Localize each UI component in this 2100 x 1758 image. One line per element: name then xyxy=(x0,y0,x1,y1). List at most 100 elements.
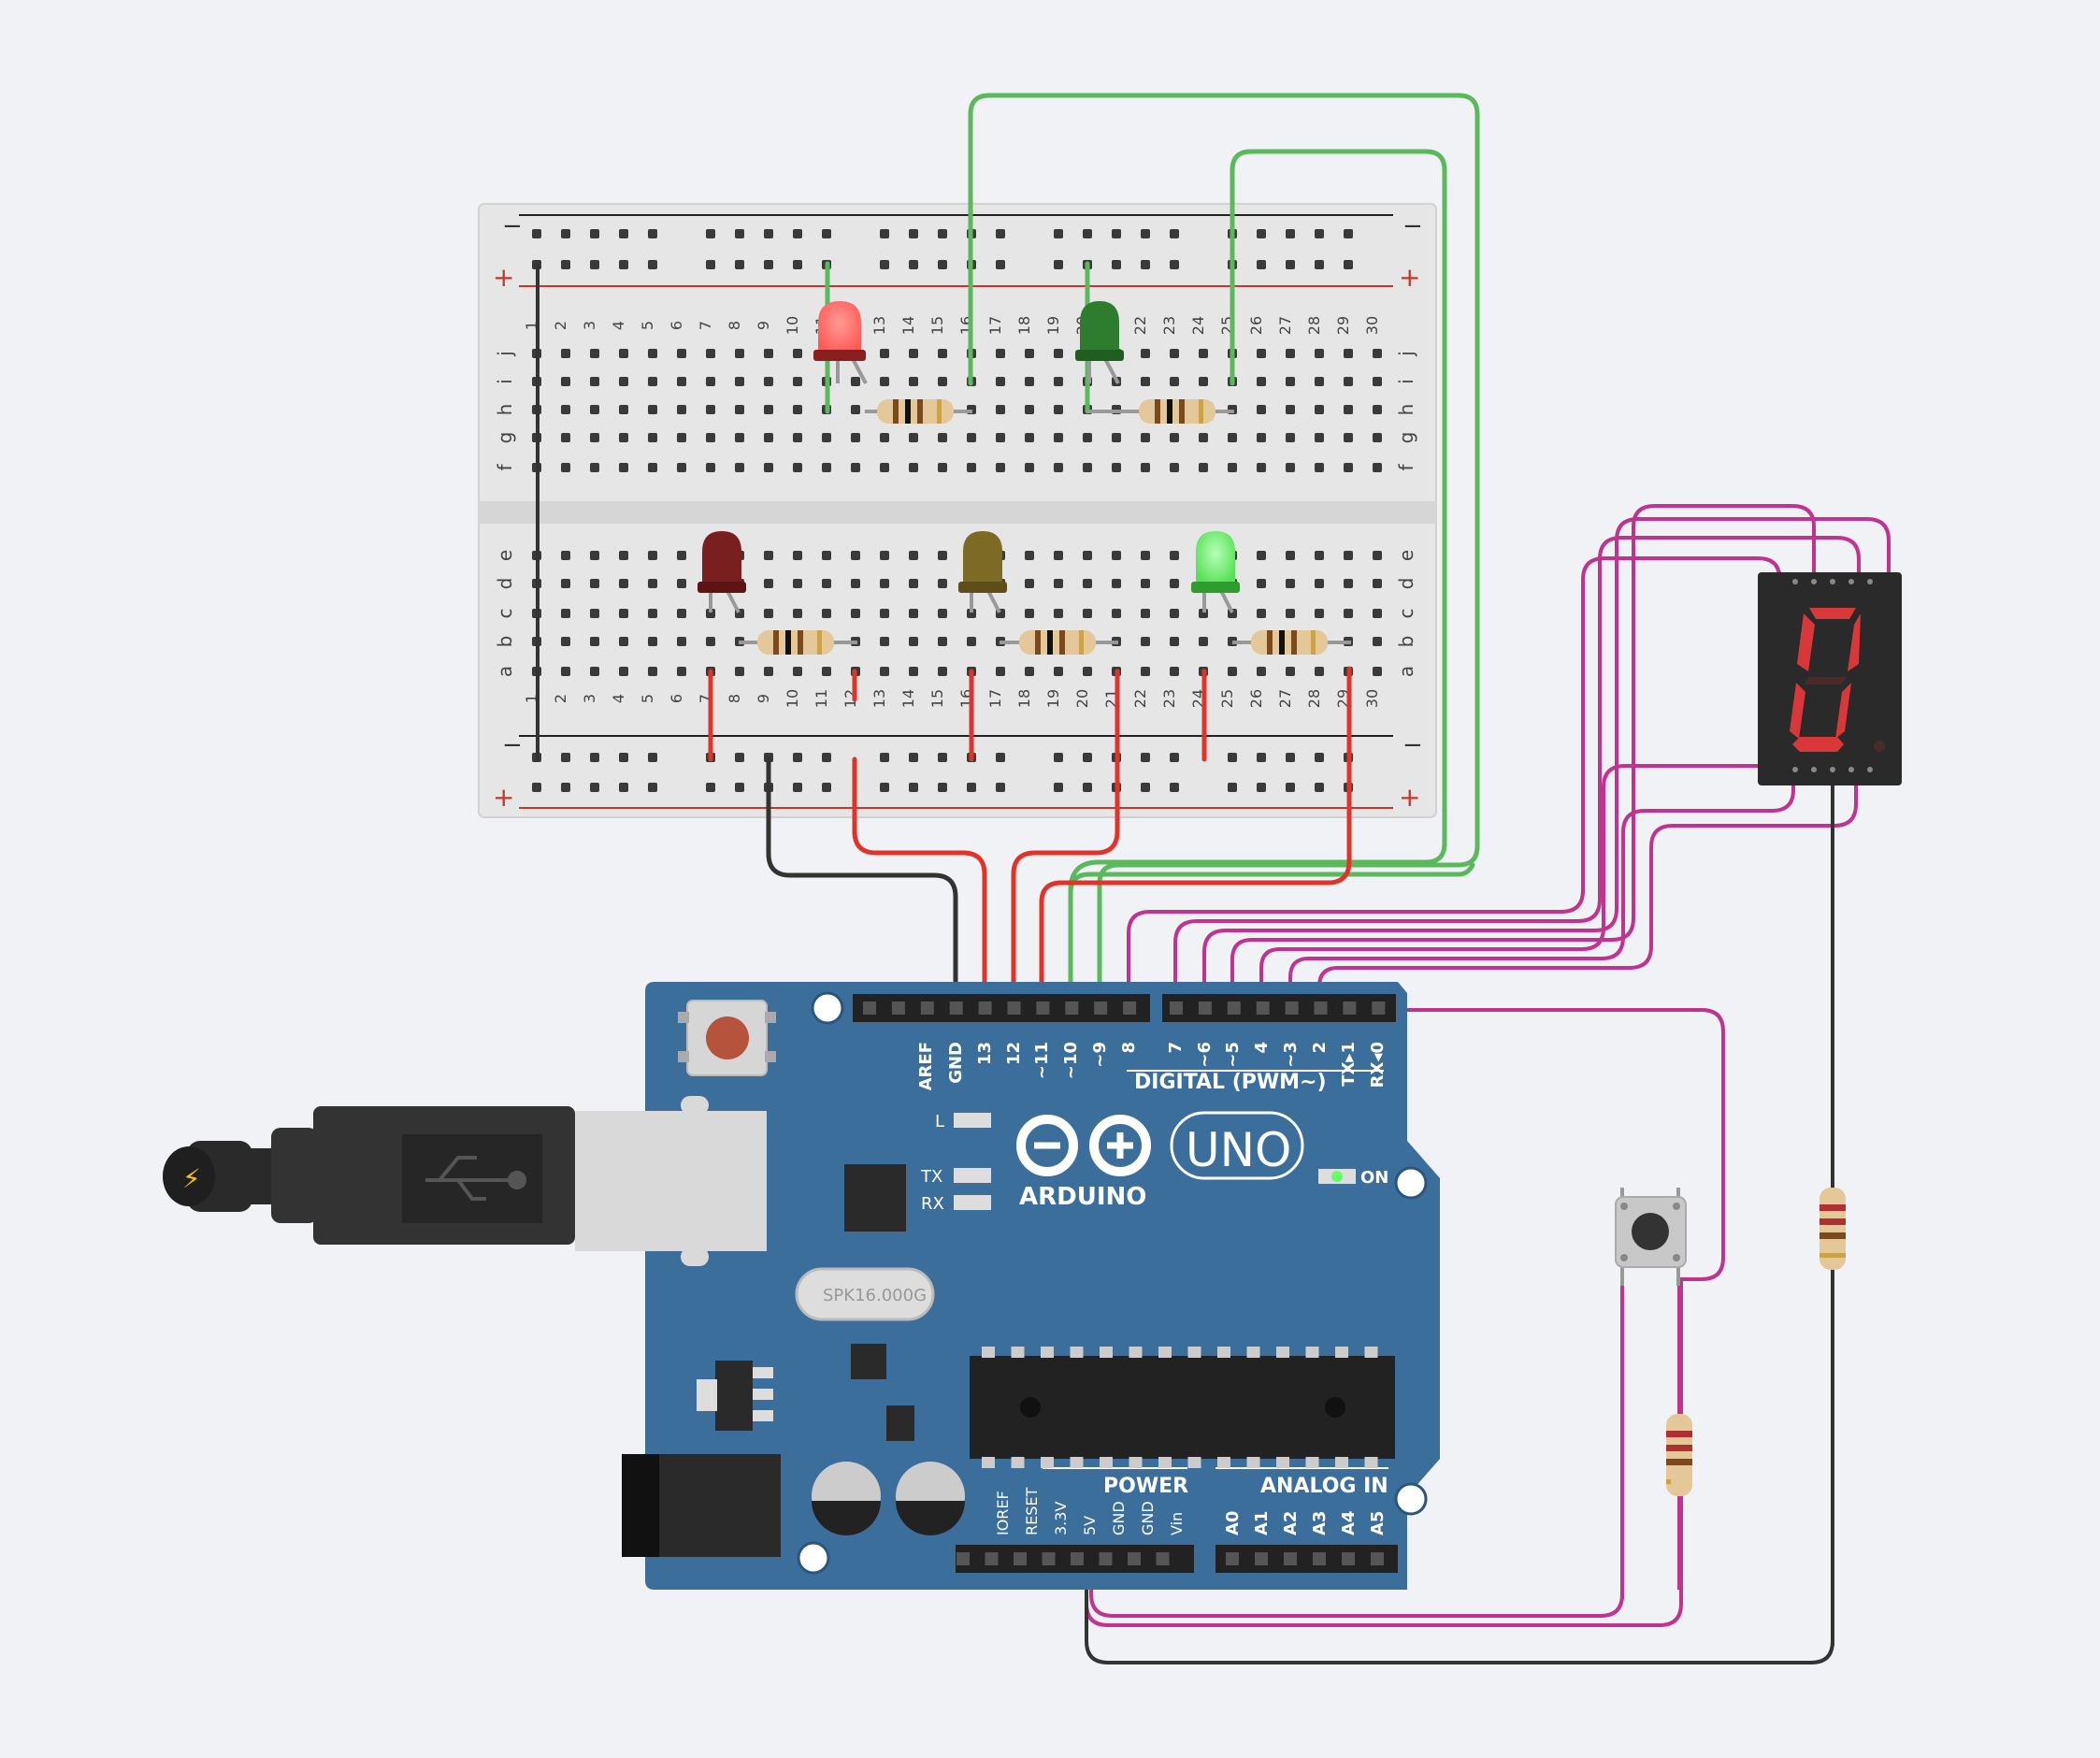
breadboard-hole[interactable] xyxy=(1199,433,1208,442)
breadboard-hole[interactable] xyxy=(1257,377,1266,386)
breadboard-hole[interactable] xyxy=(1170,753,1179,762)
breadboard-hole[interactable] xyxy=(1373,463,1382,472)
breadboard-hole[interactable] xyxy=(677,551,686,560)
breadboard-hole[interactable] xyxy=(1170,667,1179,676)
breadboard-hole[interactable] xyxy=(793,551,802,560)
breadboard-hole[interactable] xyxy=(851,579,860,588)
breadboard-hole[interactable] xyxy=(1286,463,1295,472)
breadboard-hole[interactable] xyxy=(851,433,860,442)
header-pin[interactable] xyxy=(920,1001,934,1015)
breadboard-hole[interactable] xyxy=(1373,349,1382,358)
breadboard-hole[interactable] xyxy=(648,783,657,792)
breadboard-hole[interactable] xyxy=(851,463,860,472)
wire-magenta[interactable] xyxy=(1288,784,1795,1012)
breadboard-hole[interactable] xyxy=(590,579,599,588)
wire-magenta[interactable] xyxy=(1173,536,1861,1012)
breadboard-hole[interactable] xyxy=(561,260,570,269)
breadboard-hole[interactable] xyxy=(851,609,860,618)
breadboard-hole[interactable] xyxy=(648,229,657,238)
breadboard-hole[interactable] xyxy=(1054,260,1063,269)
breadboard-hole[interactable] xyxy=(938,349,947,358)
breadboard-hole[interactable] xyxy=(851,377,860,386)
wire-magenta[interactable] xyxy=(1259,764,1760,1012)
breadboard-hole[interactable] xyxy=(1286,377,1295,386)
breadboard-hole[interactable] xyxy=(1286,667,1295,676)
header-pin[interactable] xyxy=(1071,1552,1084,1565)
breadboard-hole[interactable] xyxy=(938,377,947,386)
header-pin[interactable] xyxy=(1372,1001,1386,1015)
breadboard-hole[interactable] xyxy=(1083,551,1092,560)
wire-green-inner[interactable] xyxy=(1068,149,1447,1013)
push-button[interactable] xyxy=(1615,1188,1687,1286)
breadboard-hole[interactable] xyxy=(909,463,918,472)
breadboard-hole[interactable] xyxy=(1141,579,1150,588)
breadboard-hole[interactable] xyxy=(561,579,570,588)
breadboard-hole[interactable] xyxy=(1344,229,1353,238)
header-pin[interactable] xyxy=(978,1001,992,1015)
header-pin[interactable] xyxy=(1007,1001,1021,1015)
breadboard-hole[interactable] xyxy=(1112,229,1121,238)
breadboard-hole[interactable] xyxy=(735,349,744,358)
breadboard-hole[interactable] xyxy=(1054,377,1063,386)
breadboard-hole[interactable] xyxy=(1054,551,1063,560)
breadboard-hole[interactable] xyxy=(590,229,599,238)
header-pin[interactable] xyxy=(1014,1552,1027,1565)
breadboard-hole[interactable] xyxy=(1170,551,1179,560)
breadboard-hole[interactable] xyxy=(996,463,1005,472)
breadboard-hole[interactable] xyxy=(590,405,599,414)
breadboard-hole[interactable] xyxy=(938,463,947,472)
breadboard-hole[interactable] xyxy=(735,463,744,472)
header-pin[interactable] xyxy=(1285,1001,1299,1015)
header-pin[interactable] xyxy=(1094,1001,1108,1015)
wire-magenta[interactable] xyxy=(1346,1008,1725,1281)
breadboard-hole[interactable] xyxy=(677,349,686,358)
breadboard-hole[interactable] xyxy=(880,667,889,676)
breadboard-hole[interactable] xyxy=(1344,260,1353,269)
breadboard-hole[interactable] xyxy=(1025,551,1034,560)
breadboard-hole[interactable] xyxy=(764,551,773,560)
breadboard-hole[interactable] xyxy=(590,609,599,618)
breadboard-hole[interactable] xyxy=(764,609,773,618)
breadboard-hole[interactable] xyxy=(1315,463,1324,472)
breadboard-hole[interactable] xyxy=(996,667,1005,676)
header-digital-right[interactable] xyxy=(1162,994,1396,1022)
breadboard-hole[interactable] xyxy=(1054,579,1063,588)
breadboard-hole[interactable] xyxy=(1083,579,1092,588)
wire-red[interactable] xyxy=(852,757,987,1013)
breadboard-hole[interactable] xyxy=(1141,377,1150,386)
breadboard-hole[interactable] xyxy=(793,349,802,358)
breadboard-hole[interactable] xyxy=(1286,783,1295,792)
wire-magenta[interactable] xyxy=(1127,556,1781,1012)
breadboard-hole[interactable] xyxy=(590,551,599,560)
header-pin[interactable] xyxy=(1170,1001,1183,1015)
breadboard-hole[interactable] xyxy=(590,753,599,762)
breadboard-hole[interactable] xyxy=(967,783,976,792)
breadboard-hole[interactable] xyxy=(880,783,889,792)
breadboard-hole[interactable] xyxy=(996,405,1005,414)
breadboard-hole[interactable] xyxy=(793,579,802,588)
dc-power-jack[interactable] xyxy=(622,1454,781,1557)
breadboard-hole[interactable] xyxy=(967,433,976,442)
breadboard-hole[interactable] xyxy=(1344,579,1353,588)
breadboard-hole[interactable] xyxy=(1054,229,1063,238)
breadboard-hole[interactable] xyxy=(677,377,686,386)
header-pin[interactable] xyxy=(891,1001,905,1015)
breadboard-hole[interactable] xyxy=(996,783,1005,792)
breadboard-hole[interactable] xyxy=(764,667,773,676)
header-pin[interactable] xyxy=(1343,1001,1357,1015)
breadboard-hole[interactable] xyxy=(1112,433,1121,442)
breadboard-hole[interactable] xyxy=(677,637,686,646)
breadboard-hole[interactable] xyxy=(1315,433,1324,442)
header-pin[interactable] xyxy=(1042,1552,1056,1565)
breadboard-hole[interactable] xyxy=(822,783,831,792)
wire-green[interactable] xyxy=(968,93,1480,1013)
breadboard-hole[interactable] xyxy=(1025,667,1034,676)
breadboard-hole[interactable] xyxy=(561,229,570,238)
header-pin[interactable] xyxy=(1065,1001,1079,1015)
breadboard-hole[interactable] xyxy=(822,579,831,588)
breadboard-hole[interactable] xyxy=(764,349,773,358)
breadboard-hole[interactable] xyxy=(880,229,889,238)
breadboard-hole[interactable] xyxy=(764,260,773,269)
